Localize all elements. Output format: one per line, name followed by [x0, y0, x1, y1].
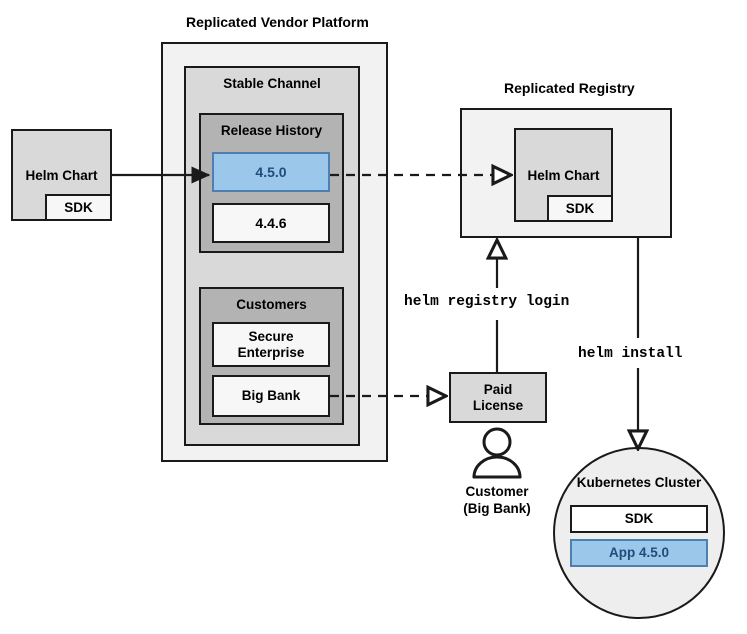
release-item-4-5-0[interactable]: 4.5.0	[212, 152, 330, 192]
source-helm-chart-label: Helm Chart	[25, 168, 98, 183]
cluster-app-label: App 4.5.0	[608, 545, 670, 561]
customer-actor-line1: Customer	[465, 484, 529, 499]
source-sdk-box[interactable]: SDK	[45, 194, 112, 221]
registry-sdk-box[interactable]: SDK	[547, 195, 613, 222]
vendor-platform-title: Replicated Vendor Platform	[186, 14, 369, 30]
paid-license-label: Paid License	[472, 381, 524, 413]
customer-actor-label: Customer (Big Bank)	[427, 484, 567, 518]
registry-sdk-label: SDK	[565, 200, 595, 216]
cluster-sdk-box[interactable]: SDK	[570, 505, 708, 533]
cluster-sdk-label: SDK	[624, 511, 654, 527]
customers-label: Customers	[236, 297, 307, 312]
customer-name-label: Big Bank	[241, 388, 301, 404]
customer-secure-enterprise[interactable]: Secure Enterprise	[212, 322, 330, 367]
customer-person-icon	[472, 427, 522, 479]
customer-big-bank[interactable]: Big Bank	[212, 375, 330, 417]
stable-channel-label: Stable Channel	[223, 76, 321, 91]
helm-install-command: helm install	[578, 346, 683, 362]
customer-actor-line2: (Big Bank)	[463, 500, 531, 516]
registry-title: Replicated Registry	[504, 80, 635, 96]
paid-license-box[interactable]: Paid License	[449, 372, 547, 423]
release-version-label: 4.5.0	[255, 163, 287, 180]
release-version-label: 4.4.6	[255, 214, 287, 231]
registry-helm-chart-label: Helm Chart	[527, 168, 600, 183]
cluster-app-box[interactable]: App 4.5.0	[570, 539, 708, 567]
helm-registry-login-command: helm registry login	[404, 294, 570, 310]
source-sdk-label: SDK	[64, 199, 93, 215]
kubernetes-cluster-label: Kubernetes Cluster	[576, 475, 702, 490]
customer-name-label: Secure Enterprise	[237, 328, 305, 360]
release-history-label: Release History	[220, 123, 323, 138]
kubernetes-cluster-circle	[553, 447, 725, 619]
release-item-4-4-6[interactable]: 4.4.6	[212, 203, 330, 243]
